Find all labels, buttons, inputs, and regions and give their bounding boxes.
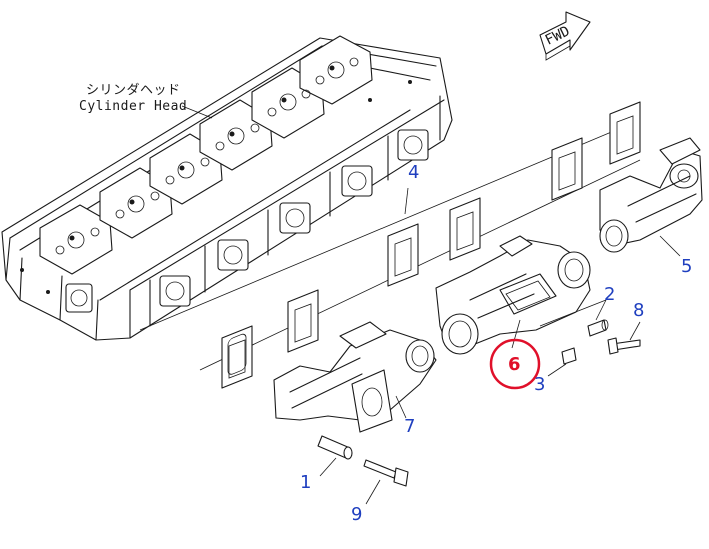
- bolt-part-3: [547, 347, 577, 377]
- callout-3: 3: [534, 374, 546, 395]
- sleeve-part: [317, 435, 353, 477]
- callout-2: 2: [604, 284, 616, 305]
- rear-exhaust-manifold: [599, 137, 703, 257]
- caption-leader-line: [181, 105, 213, 119]
- caption-english: Cylinder Head: [79, 99, 188, 114]
- spacer-part-2: [539, 299, 609, 337]
- center-exhaust-manifold: [435, 235, 591, 355]
- callout-4: 4: [408, 162, 420, 183]
- bolt-part-9: [363, 459, 409, 505]
- bolt-part-8: [607, 321, 641, 355]
- callout-8: 8: [633, 300, 645, 321]
- front-exhaust-manifold: [273, 321, 437, 433]
- callout-5: 5: [681, 256, 693, 277]
- callout-7: 7: [404, 416, 416, 437]
- callout-6-highlighted: 6: [508, 354, 521, 375]
- caption-japanese: シリンダヘッド: [86, 83, 181, 98]
- forward-arrow-icon: [539, 11, 591, 61]
- callout-9: 9: [351, 504, 363, 525]
- manifold-gaskets: [139, 101, 641, 389]
- callout-1: 1: [300, 472, 312, 493]
- cylinder-head-drawing: [1, 35, 453, 341]
- highlight-circle: [489, 338, 541, 390]
